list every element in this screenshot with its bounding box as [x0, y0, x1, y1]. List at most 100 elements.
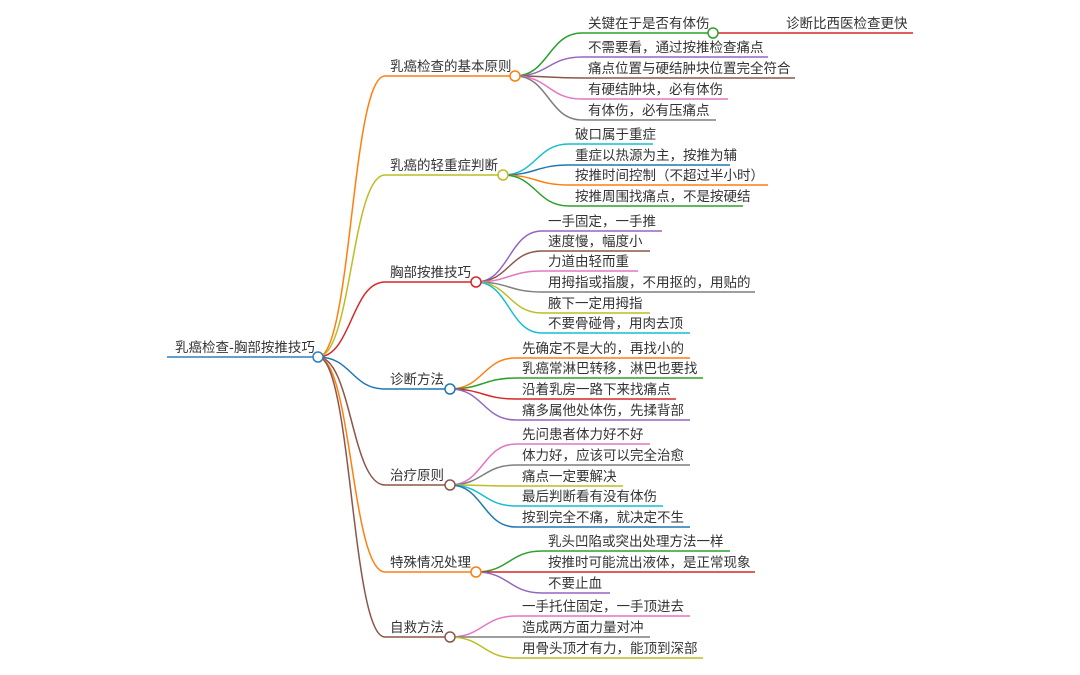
child-node[interactable]: 先问患者体力好不好	[516, 427, 650, 445]
node-label: 按到完全不痛，就决定不生	[522, 509, 684, 526]
child-node[interactable]: 先确定不是大的，再找小的	[516, 341, 690, 359]
node-label: 有硬结肿块，必有体伤	[588, 82, 723, 98]
collapse-toggle[interactable]	[444, 383, 456, 395]
child-node[interactable]: 痛多属他处体伤，先揉背部	[516, 402, 690, 421]
node-label: 治疗原则	[390, 468, 444, 484]
child-link	[514, 32, 583, 77]
child-link	[449, 484, 517, 507]
branch-node[interactable]: 诊断方法	[385, 372, 450, 390]
collapse-toggle[interactable]	[707, 27, 719, 39]
child-node[interactable]: 一手固定，一手推	[542, 214, 662, 232]
branch-node[interactable]: 自救方法	[385, 620, 450, 638]
child-link	[502, 174, 570, 207]
node-label: 乳癌的轻重症判断	[390, 158, 498, 174]
node-label: 一手托住固定，一手顶进去	[522, 599, 684, 615]
node-label: 诊断方法	[390, 372, 444, 388]
node-label: 乳头凹陷或突出处理方法一样	[548, 534, 724, 550]
root-branch-link	[317, 356, 386, 486]
root-node[interactable]: 乳癌检查-胸部按推技巧	[167, 340, 318, 358]
node-label: 关键在于是否有体伤	[588, 16, 710, 32]
grandchild-node[interactable]: 诊断比西医检查更快	[718, 16, 913, 34]
child-link	[449, 357, 517, 390]
child-node[interactable]: 造成两方面力量对冲	[516, 620, 650, 638]
collapse-toggle[interactable]	[312, 351, 324, 363]
child-node[interactable]: 体力好，应该可以完全治愈	[516, 447, 690, 466]
child-node[interactable]: 最后判断看有没有体伤	[516, 489, 663, 507]
child-link	[475, 571, 543, 594]
node-label: 痛多属他处体伤，先揉背部	[522, 402, 684, 419]
child-node[interactable]: 按推时可能流出液体，是正常现象	[542, 555, 755, 573]
child-link	[449, 615, 517, 638]
branch-node[interactable]: 乳癌检查的基本原则	[385, 58, 515, 77]
child-link	[449, 484, 517, 528]
collapse-toggle[interactable]	[444, 631, 456, 643]
collapse-toggle[interactable]	[470, 276, 482, 288]
child-node[interactable]: 一手托住固定，一手顶进去	[516, 599, 690, 617]
child-link	[449, 443, 517, 486]
root-branch-link	[317, 356, 386, 638]
node-label: 特殊情况处理	[390, 555, 471, 571]
child-node[interactable]: 有体伤，必有压痛点	[582, 102, 716, 121]
node-label: 按推周围找痛点，不是按硬结	[575, 188, 751, 205]
child-link	[449, 636, 517, 659]
child-node[interactable]: 痛点位置与硬结肿块位置完全符合	[582, 60, 795, 79]
child-node[interactable]: 按推时间控制（不超过半小时）	[569, 168, 768, 186]
branch-node[interactable]: 胸部按推技巧	[385, 265, 476, 283]
child-node[interactable]: 力道由轻而重	[542, 254, 638, 272]
collapse-toggle[interactable]	[509, 70, 521, 82]
child-node[interactable]: 用骨头顶才有力，能顶到深部	[516, 641, 703, 659]
child-node[interactable]: 速度慢，幅度小	[542, 233, 650, 252]
node-label: 不要止血	[548, 576, 602, 592]
node-label: 胸部按推技巧	[390, 265, 471, 281]
node-label: 乳癌常淋巴转移，淋巴也要找	[522, 361, 698, 377]
child-link	[475, 230, 543, 283]
node-label: 自救方法	[390, 620, 444, 636]
node-label: 先问患者体力好不好	[522, 427, 644, 443]
node-label: 痛点位置与硬结肿块位置完全符合	[588, 60, 791, 77]
collapse-toggle[interactable]	[444, 479, 456, 491]
node-label: 力道由轻而重	[548, 254, 629, 270]
child-node[interactable]: 痛点一定要解决	[516, 468, 623, 487]
child-node[interactable]: 乳头凹陷或突出处理方法一样	[542, 534, 730, 552]
node-label: 诊断比西医检查更快	[786, 16, 908, 32]
branch-node[interactable]: 乳癌的轻重症判断	[385, 158, 503, 176]
child-node[interactable]: 不要止血	[542, 576, 610, 594]
child-link	[514, 75, 583, 100]
child-node[interactable]: 重症以热源为主，按推为辅	[569, 148, 737, 166]
node-label: 按推时可能流出液体，是正常现象	[548, 555, 751, 571]
child-node[interactable]: 不要骨碰骨，用肉去顶	[542, 316, 690, 334]
node-label: 速度慢，幅度小	[548, 233, 643, 250]
child-link	[475, 550, 543, 573]
child-node[interactable]: 破口属于重症	[569, 127, 656, 145]
child-node[interactable]: 关键在于是否有体伤	[582, 16, 713, 34]
node-label: 用拇指或指腹，不用抠的，用贴的	[548, 274, 751, 291]
child-node[interactable]: 沿着乳房一路下来找痛点	[516, 381, 676, 400]
root-branch-link	[317, 356, 386, 573]
child-link	[514, 56, 583, 77]
child-node[interactable]: 乳癌常淋巴转移，淋巴也要找	[516, 361, 703, 379]
child-link	[449, 464, 517, 486]
collapse-toggle[interactable]	[497, 169, 509, 181]
branch-node[interactable]: 治疗原则	[385, 468, 450, 486]
child-link	[475, 281, 543, 334]
node-label: 乳癌检查-胸部按推技巧	[175, 340, 315, 356]
node-label: 腋下一定用拇指	[548, 296, 643, 312]
child-link	[449, 388, 517, 421]
child-node[interactable]: 按推周围找痛点，不是按硬结	[569, 188, 751, 207]
node-label: 痛点一定要解决	[522, 468, 617, 485]
child-node[interactable]: 腋下一定用拇指	[542, 296, 650, 314]
child-node[interactable]: 按到完全不痛，就决定不生	[516, 509, 690, 528]
child-node[interactable]: 用拇指或指腹，不用抠的，用贴的	[542, 274, 755, 293]
node-label: 按推时间控制（不超过半小时）	[575, 168, 764, 184]
node-label: 有体伤，必有压痛点	[588, 102, 710, 119]
root-branch-link	[317, 75, 386, 358]
root-branch-link	[317, 174, 386, 358]
branch-node[interactable]: 特殊情况处理	[385, 555, 476, 573]
root-branch-link	[317, 281, 386, 358]
child-link	[514, 75, 583, 121]
child-node[interactable]: 有硬结肿块，必有体伤	[582, 82, 728, 100]
collapse-toggle[interactable]	[470, 566, 482, 578]
node-label: 乳癌检查的基本原则	[390, 58, 512, 75]
child-node[interactable]: 不需要看，通过按推检查痛点	[582, 39, 768, 58]
